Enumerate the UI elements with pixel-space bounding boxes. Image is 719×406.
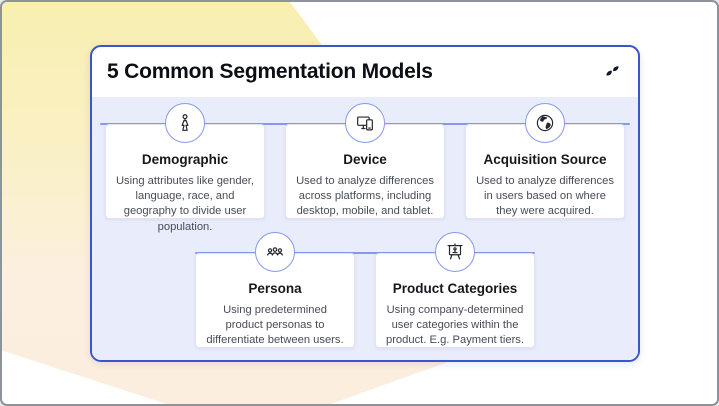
card-description: Using attributes like gender, language, … [115,175,255,233]
card: Acquisition Source Used to analyze diffe… [465,124,625,219]
card-description: Using company-determined user categories… [385,304,525,347]
brand-logo-icon [603,63,622,82]
card-title: Acquisition Source [483,152,607,167]
card-device: Device Used to analyze differences acros… [285,103,445,219]
people-group-icon [255,232,295,272]
card-row-1: Demographic Using attributes like gender… [92,103,638,233]
card-title: Device [343,152,387,167]
card-product-categories: Product Categories Using company-determi… [375,232,535,348]
card-title: Persona [248,281,302,296]
card-description: Used to analyze differences in users bas… [476,175,614,218]
panel-header: 5 Common Segmentation Models [92,47,638,97]
presentation-board-icon [435,232,475,272]
card-acquisition-source: Acquisition Source Used to analyze diffe… [465,103,625,219]
card-demographic: Demographic Using attributes like gender… [105,103,265,233]
panel-body: Demographic Using attributes like gender… [92,97,638,360]
connector-line [195,252,535,254]
card-row-2: Persona Using predetermined product pers… [92,232,638,348]
globe-icon [525,103,565,143]
card-title: Product Categories [392,281,518,296]
card-title: Demographic [141,152,229,167]
card-description: Used to analyze differences across platf… [296,175,434,218]
person-icon [165,103,205,143]
card-description: Using predetermined product personas to … [206,304,344,347]
devices-icon [345,103,385,143]
page-title: 5 Common Segmentation Models [107,60,433,83]
card-persona: Persona Using predetermined product pers… [195,232,355,348]
segmentation-models-panel: 5 Common Segmentation Models [90,45,640,362]
